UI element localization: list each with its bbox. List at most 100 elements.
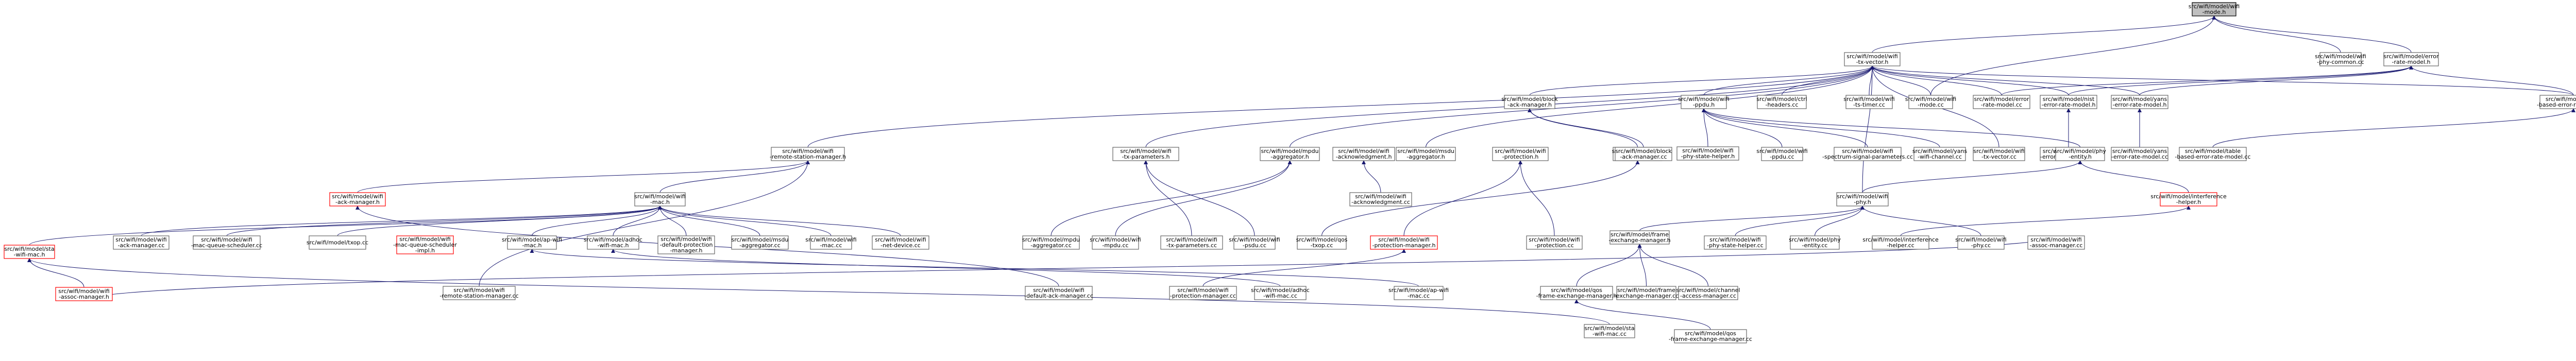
graph-node-default-ack-mgr[interactable]: src/wifi/model/wifi-default-ack-manager.… bbox=[1024, 286, 1093, 300]
graph-node-block-ack-mgr[interactable]: src/wifi/model/block-ack-manager.h bbox=[1501, 95, 1558, 109]
graph-node-tx-params[interactable]: src/wifi/model/wifi-tx-parameters.h bbox=[1112, 147, 1179, 161]
node-label-line: src/wifi/model/block bbox=[1615, 148, 1672, 154]
dependency-edge bbox=[1702, 108, 1868, 148]
graph-node-ap-mac-h[interactable]: src/wifi/model/ap-wifi-mac.h bbox=[502, 235, 562, 250]
node-layer: src/wifi/model/wifi-mode.hsrc/wifi/model… bbox=[4, 2, 2576, 343]
node-label-line: -net-device.cc bbox=[880, 242, 921, 249]
dependency-edge bbox=[1637, 244, 1708, 287]
graph-node-spectrum-signal[interactable]: src/wifi/model/wifi-spectrum-signal-para… bbox=[1822, 147, 1913, 161]
node-label-line: -phy.h bbox=[1854, 199, 1871, 205]
graph-node-error-rate[interactable]: src/wifi/model/error-rate-model.h bbox=[2383, 52, 2439, 66]
graph-node-yans-cc[interactable]: src/wifi/model/yans-error-rate-model.cc bbox=[2111, 147, 2168, 161]
graph-node-adhoc-h[interactable]: src/wifi/model/adhoc-wifi-mac.h bbox=[584, 235, 642, 250]
graph-node-assoc-mgr[interactable]: src/wifi/model/wifi-assoc-manager.h bbox=[55, 287, 113, 301]
node-label-line: -phy.cc bbox=[1971, 242, 1991, 249]
node-label-line: -based-error-rate-model.cc bbox=[2175, 153, 2250, 160]
node-label-line: -rate-model.cc bbox=[1981, 101, 2022, 108]
graph-node-mac-queue-sched-cc[interactable]: src/wifi/model/wifi-mac-queue-scheduler.… bbox=[191, 235, 262, 250]
graph-node-phy-entity-cc[interactable]: src/wifi/model/phy-entity.cc bbox=[1789, 235, 1841, 250]
graph-node-wifi-mode-cc[interactable]: src/wifi/model/wifi-mode.cc bbox=[1905, 95, 1956, 109]
graph-node-block-ack-cc[interactable]: src/wifi/model/block-ack-manager.cc bbox=[1615, 147, 1672, 161]
graph-node-interference-cc[interactable]: src/wifi/model/interference-helper.cc bbox=[1862, 235, 1939, 250]
node-box bbox=[1872, 235, 1929, 250]
graph-node-phy-cc[interactable]: src/wifi/model/wifi-phy.cc bbox=[1955, 235, 2007, 250]
node-label-line: -wifi-mac.cc bbox=[1263, 293, 1297, 299]
graph-node-sta-mac-cc[interactable]: src/wifi/model/sta-wifi-mac.cc bbox=[1584, 324, 1635, 338]
graph-node-table-h[interactable]: src/wifi/model/table-based-error-rate-mo… bbox=[2537, 95, 2576, 109]
node-label-line: -ppdu.cc bbox=[1770, 153, 1794, 160]
graph-node-mac-cc[interactable]: src/wifi/model/wifi-mac.cc bbox=[805, 235, 857, 250]
graph-node-wifi-phy-h[interactable]: src/wifi/model/wifi-phy.h bbox=[1836, 192, 1889, 207]
graph-node-adhoc-cc[interactable]: src/wifi/model/adhoc-wifi-mac.cc bbox=[1251, 286, 1310, 300]
node-label-line: -wifi-mac.h bbox=[598, 242, 629, 249]
graph-node-frame-exch-h[interactable]: src/wifi/model/frame-exchange-manager.h bbox=[1608, 230, 1671, 245]
graph-node-msdu-agg-cc[interactable]: src/wifi/model/msdu-aggregator.cc bbox=[731, 235, 789, 250]
graph-node-frame-exch-cc[interactable]: src/wifi/model/frame-exchange-manager.cc bbox=[1614, 286, 1679, 300]
graph-node-mpdu-agg-cc[interactable]: src/wifi/model/mpdu-aggregator.cc bbox=[1022, 235, 1080, 250]
graph-node-prot-mgr-cc[interactable]: src/wifi/model/wifi-protection-manager.c… bbox=[1169, 286, 1237, 300]
dependency-edge bbox=[1528, 108, 1638, 148]
graph-node-channel-access[interactable]: src/wifi/model/channel-access-manager.cc bbox=[1676, 286, 1740, 300]
node-label-line: src/wifi/model/wifi bbox=[1973, 148, 2024, 154]
graph-node-yans-channel[interactable]: src/wifi/model/yans-wifi-channel.cc bbox=[1912, 147, 1968, 161]
dependency-edge bbox=[1639, 205, 1865, 231]
node-label-line: -helper.cc bbox=[1887, 242, 1914, 249]
graph-node-assoc-mgr-cc[interactable]: src/wifi/model/wifi-assoc-manager.cc bbox=[2027, 235, 2085, 250]
dependency-edge bbox=[1703, 65, 1874, 96]
node-label-line: -wifi-mac.h bbox=[14, 251, 45, 258]
node-label-line: -mac-queue-scheduler bbox=[393, 242, 457, 248]
dependency-edge bbox=[1362, 160, 1381, 193]
graph-node-table-cc[interactable]: src/wifi/model/table-based-error-rate-mo… bbox=[2175, 147, 2251, 161]
graph-node-remote-station[interactable]: src/wifi/model/wifi-remote-station-manag… bbox=[770, 147, 846, 161]
graph-node-qos-fem-h[interactable]: src/wifi/model/qos-frame-exchange-manage… bbox=[1536, 286, 1617, 300]
graph-node-ap-mac-cc[interactable]: src/wifi/model/ap-wifi-mac.cc bbox=[1388, 286, 1449, 300]
node-label-line: src/wifi/model/ap-wifi bbox=[1388, 287, 1449, 294]
graph-node-msdu-agg[interactable]: src/wifi/model/msdu-aggregator.h bbox=[1396, 147, 1456, 161]
graph-node-sta-mac[interactable]: src/wifi/model/sta-wifi-mac.h bbox=[4, 245, 55, 259]
graph-node-qos-txop-cc[interactable]: src/wifi/model/qos-txop.cc bbox=[1296, 235, 1348, 250]
node-box bbox=[1233, 235, 1276, 250]
graph-node-mpdu-cc[interactable]: src/wifi/model/wifi-mpdu.cc bbox=[1090, 235, 1141, 250]
dependency-edge bbox=[1862, 65, 1874, 193]
graph-node-remote-station-cc[interactable]: src/wifi/model/wifi-remote-station-manag… bbox=[439, 286, 519, 300]
graph-node-prot-mgr-h[interactable]: src/wifi/model/wifi-protection-manager.h bbox=[1370, 235, 1438, 250]
graph-node-net-device[interactable]: src/wifi/model/wifi-net-device.cc bbox=[872, 235, 929, 250]
graph-node-tx-vector-cc[interactable]: src/wifi/model/wifi-tx-vector.cc bbox=[1973, 147, 2025, 161]
node-label-line: src/wifi/model/mpdu bbox=[1261, 148, 1318, 154]
graph-node-ts-timer[interactable]: src/wifi/model/wifi-ts-timer.cc bbox=[1843, 95, 1895, 109]
graph-node-ack-cc[interactable]: src/wifi/model/wifi-acknowledgment.cc bbox=[1349, 192, 1412, 207]
graph-node-phy-state-helper[interactable]: src/wifi/model/wifi-phy-state-helper.h bbox=[1676, 146, 1739, 161]
graph-node-protection[interactable]: src/wifi/model/wifi-protection.h bbox=[1492, 147, 1549, 161]
dependency-edge bbox=[1702, 108, 1783, 148]
node-label-line: src/wifi/model/wifi bbox=[2189, 3, 2240, 10]
graph-node-interference-h[interactable]: src/wifi/model/interference-helper.h bbox=[2150, 192, 2227, 207]
graph-node-mpdu-agg[interactable]: src/wifi/model/mpdu-aggregator.h bbox=[1260, 147, 1320, 161]
graph-node-nist-h[interactable]: src/wifi/model/nist-error-rate-model.h bbox=[2040, 95, 2097, 109]
node-label-line: -default-protection bbox=[660, 242, 713, 248]
graph-node-qos-fem-cc[interactable]: src/wifi/model/qos-frame-exchange-manage… bbox=[1669, 329, 1752, 343]
graph-node-wifi-ppdu[interactable]: src/wifi/model/wifi-ppdu.h bbox=[1678, 95, 1730, 109]
graph-node-phy-common[interactable]: src/wifi/model/wifi-phy-common.cc bbox=[2315, 52, 2366, 66]
dependency-edge bbox=[1900, 205, 2191, 236]
graph-node-ack-mgr-h[interactable]: src/wifi/model/wifi-ack-manager.h bbox=[329, 192, 386, 207]
graph-node-ppdu-cc[interactable]: src/wifi/model/wifi-ppdu.cc bbox=[1756, 147, 1808, 161]
graph-node-psdu-cc[interactable]: src/wifi/model/wifi-psdu.cc bbox=[1229, 235, 1280, 250]
graph-node-ctrl-headers[interactable]: src/wifi/model/ctrl-headers.cc bbox=[1756, 95, 1807, 109]
graph-node-root[interactable]: src/wifi/model/wifi-mode.h bbox=[2189, 2, 2240, 16]
node-label-line: -wifi-channel.cc bbox=[1918, 153, 1962, 160]
node-label-line: src/wifi/model/wifi bbox=[1378, 236, 1429, 243]
graph-node-default-prot-h[interactable]: src/wifi/model/wifi-default-protection-m… bbox=[657, 235, 715, 254]
graph-node-phy-entity[interactable]: src/wifi/model/phy-entity.h bbox=[2054, 147, 2106, 161]
node-label-line: -acknowledgment.cc bbox=[1351, 199, 1410, 205]
graph-node-protection-cc[interactable]: src/wifi/model/wifi-protection.cc bbox=[1526, 235, 1583, 250]
graph-node-wifi-mac[interactable]: src/wifi/model/wifi-mac.h bbox=[634, 192, 686, 207]
graph-node-ack-h[interactable]: src/wifi/model/wifi-acknowledgment.h bbox=[1332, 147, 1395, 161]
graph-node-mac-queue-sched[interactable]: src/wifi/model/wifi-mac-queue-scheduler-… bbox=[393, 235, 457, 254]
graph-node-yans-h[interactable]: src/wifi/model/yans-error-rate-model.h bbox=[2111, 95, 2168, 109]
graph-node-phy-state-helper-cc[interactable]: src/wifi/model/wifi-phy-state-helper.cc bbox=[1704, 235, 1767, 250]
graph-node-tx-params-cc[interactable]: src/wifi/model/wifi-tx-parameters.cc bbox=[1160, 235, 1223, 250]
graph-node-txop[interactable]: src/wifi/model/txop.cc bbox=[307, 235, 368, 250]
graph-node-error-rate-cc[interactable]: src/wifi/model/error-rate-model.cc bbox=[1973, 95, 2030, 109]
graph-node-txvector[interactable]: src/wifi/model/wifi-tx-vector.h bbox=[1844, 52, 1901, 66]
graph-node-ack-mgr-cc[interactable]: src/wifi/model/wifi-ack-manager.cc bbox=[113, 235, 170, 250]
